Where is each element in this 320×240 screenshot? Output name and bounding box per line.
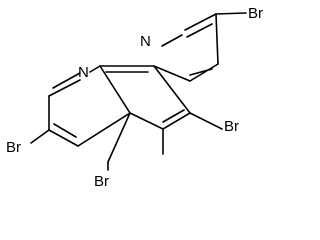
nitrogen-label: N xyxy=(140,33,151,50)
structure-svg: N N Br Br Br Br xyxy=(6,5,263,190)
atom-labels: N N Br Br Br Br xyxy=(6,5,263,190)
bond xyxy=(153,65,191,114)
bond xyxy=(184,13,217,31)
bromine-label: Br xyxy=(224,118,239,135)
bond xyxy=(215,13,219,65)
bond xyxy=(89,65,101,73)
bond xyxy=(99,65,131,114)
bromine-label: Br xyxy=(94,173,109,190)
bond xyxy=(52,72,81,89)
bond xyxy=(215,12,247,15)
bond xyxy=(186,23,213,38)
bond xyxy=(162,112,191,130)
bond xyxy=(189,63,219,82)
bromine-label: Br xyxy=(6,139,21,156)
bond xyxy=(189,68,213,76)
bond xyxy=(53,123,77,138)
bond xyxy=(161,34,183,47)
bromine-label: Br xyxy=(248,5,263,22)
bond-layer xyxy=(30,12,247,171)
bond xyxy=(162,109,185,123)
nitrogen-label: N xyxy=(78,64,89,81)
bond xyxy=(30,129,50,144)
bond xyxy=(48,79,81,97)
bond xyxy=(189,112,223,130)
bond xyxy=(48,129,79,147)
bond xyxy=(129,112,164,130)
bond xyxy=(153,65,191,82)
bond xyxy=(107,112,131,163)
bond xyxy=(77,112,131,147)
molecule-diagram: N N Br Br Br Br xyxy=(6,5,263,190)
